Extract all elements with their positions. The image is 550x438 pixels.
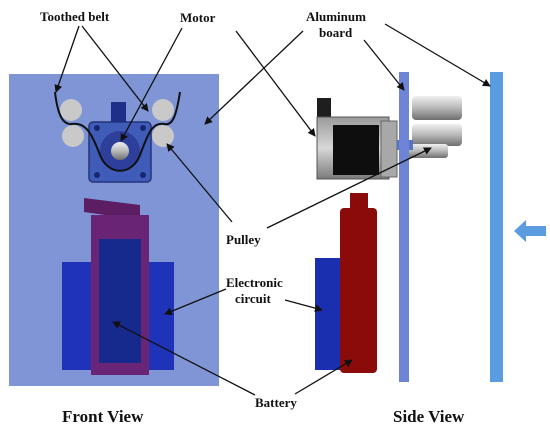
front-pulley-tr bbox=[152, 99, 174, 121]
label-aluminum-line1: Aluminum bbox=[306, 9, 366, 24]
front-motor-shaft bbox=[111, 142, 129, 160]
front-pulley-tl bbox=[60, 99, 82, 121]
label-electronic-line2: circuit bbox=[235, 291, 272, 306]
leader-pulley-front bbox=[166, 143, 233, 223]
leader-motor-front bbox=[120, 27, 183, 142]
leader-circuit-side bbox=[284, 299, 323, 313]
side-battery-cap bbox=[350, 193, 368, 211]
label-toothed-belt: Toothed belt bbox=[40, 9, 110, 24]
label-battery: Battery bbox=[255, 395, 297, 410]
side-aluminum-board-outer bbox=[490, 72, 503, 382]
leader-belt-right bbox=[81, 25, 149, 112]
leader-belt-left bbox=[54, 25, 80, 93]
leader-aluminum-side-outer bbox=[384, 23, 491, 87]
front-view-title: Front View bbox=[62, 407, 144, 426]
side-motor-top bbox=[317, 98, 331, 118]
side-view-title: Side View bbox=[393, 407, 465, 426]
leader-pulley-side bbox=[266, 147, 432, 229]
leader-motor-side bbox=[235, 30, 316, 137]
leader-aluminum-side-inner bbox=[363, 39, 405, 91]
leader-circuit-front bbox=[164, 288, 227, 316]
side-electronic-circuit bbox=[315, 258, 343, 370]
label-aluminum-line2: board bbox=[319, 25, 353, 40]
left-arrow-icon bbox=[514, 220, 546, 242]
front-pulley-bl bbox=[62, 125, 84, 147]
side-pulley-upper bbox=[412, 96, 462, 120]
side-battery-body bbox=[340, 208, 377, 373]
label-electronic-line1: Electronic bbox=[226, 275, 283, 290]
front-motor-screw-br bbox=[140, 172, 146, 178]
front-battery-inner bbox=[99, 239, 141, 363]
front-motor-screw-bl bbox=[94, 172, 100, 178]
front-toothed-belt bbox=[54, 91, 181, 172]
label-pulley: Pulley bbox=[226, 232, 261, 247]
front-motor-screw-tr bbox=[140, 125, 146, 131]
side-motor-body bbox=[333, 125, 379, 175]
leader-battery-side bbox=[294, 359, 353, 395]
label-motor: Motor bbox=[180, 10, 216, 25]
side-aluminum-board-inner bbox=[399, 72, 409, 382]
front-motor-screw-tl bbox=[94, 125, 100, 131]
front-pulley-br bbox=[152, 125, 174, 147]
front-motor-top bbox=[111, 102, 126, 122]
leader-battery-front bbox=[112, 321, 256, 396]
side-pulley-lower bbox=[412, 124, 462, 146]
leader-aluminum-front bbox=[204, 30, 304, 125]
